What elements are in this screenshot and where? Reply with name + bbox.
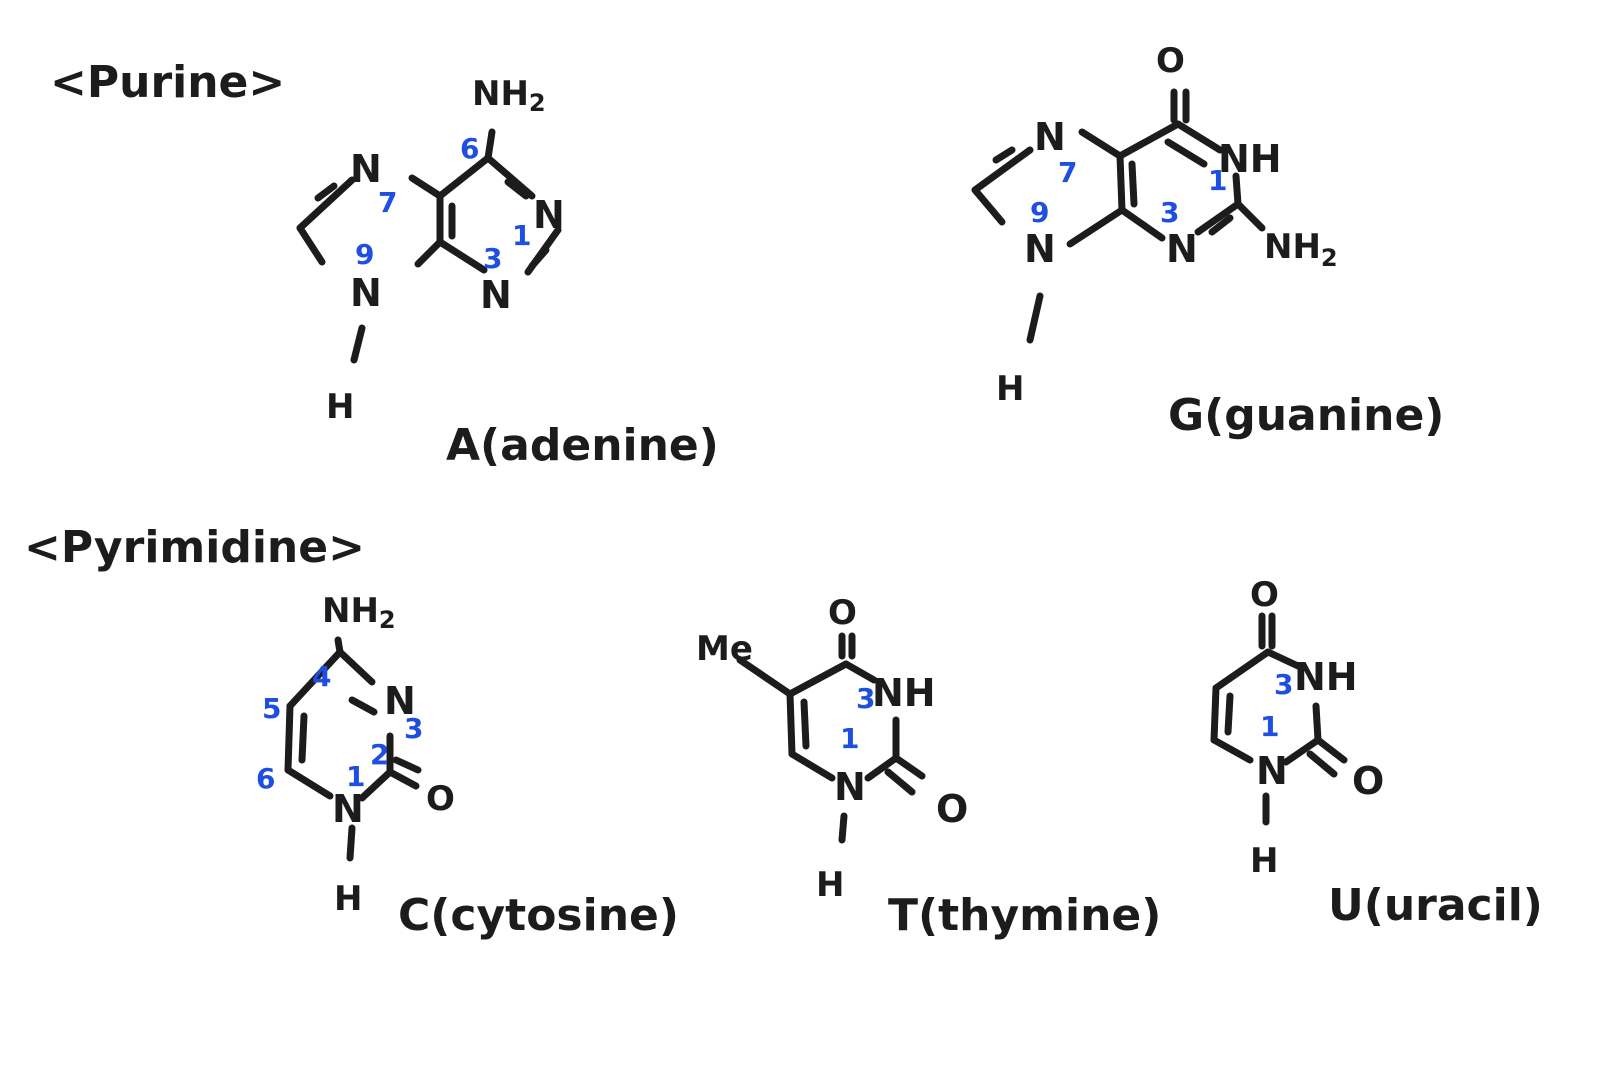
adenine-position-7: 7 [378, 186, 397, 219]
adenine-name: A(adenine) [446, 420, 719, 471]
thymine-nh-group: NH [872, 671, 936, 715]
uracil-o-top-atom: O [1250, 575, 1279, 615]
thymine-o-right-atom: O [936, 787, 968, 831]
adenine-position-6: 6 [460, 132, 479, 165]
adenine-bonds [296, 128, 562, 364]
cytosine-bonds [284, 636, 422, 862]
cytosine-n1-atom: N [332, 787, 364, 831]
uracil-position-3: 3 [1274, 668, 1293, 701]
cytosine-nh2-group: NH2 [322, 591, 396, 634]
thymine-n1-atom: N [834, 765, 866, 809]
uracil-name: U(uracil) [1328, 880, 1543, 931]
cytosine-position-6: 6 [256, 762, 275, 795]
adenine-nh2-group: NH2 [472, 74, 546, 117]
cytosine-position-5: 5 [262, 692, 281, 725]
thymine-bonds [736, 632, 926, 844]
adenine-n1-atom: N [533, 193, 565, 237]
thymine-h-atom: H [816, 865, 844, 905]
adenine-position-1: 1 [512, 219, 531, 252]
thymine-methyl-group: Me [696, 629, 753, 669]
guanine-n3-atom: N [1166, 227, 1198, 271]
cytosine-position-2: 2 [370, 738, 389, 771]
guanine-name: G(guanine) [1168, 390, 1444, 441]
guanine-structure: O N N NH N NH2 H 7 9 1 3 G(guanine) [971, 41, 1444, 441]
thymine-o-top-atom: O [828, 593, 857, 633]
guanine-n7-atom: N [1034, 115, 1066, 159]
guanine-o-atom: O [1156, 41, 1185, 81]
cytosine-name: C(cytosine) [398, 890, 679, 941]
cytosine-n3-atom: N [384, 679, 416, 723]
guanine-position-7: 7 [1058, 156, 1077, 189]
adenine-position-3: 3 [483, 242, 502, 275]
cytosine-structure: NH2 N O N H 4 5 6 3 2 1 C(cytosine) [256, 591, 679, 941]
uracil-structure: O NH N O H 3 1 U(uracil) [1210, 575, 1543, 931]
guanine-position-9: 9 [1030, 196, 1049, 229]
uracil-bonds [1210, 612, 1348, 826]
cytosine-position-4: 4 [312, 660, 331, 693]
thymine-position-1: 1 [840, 722, 859, 755]
guanine-h-atom: H [996, 369, 1024, 409]
guanine-position-3: 3 [1160, 196, 1179, 229]
cytosine-o-atom: O [426, 779, 455, 819]
adenine-structure: N N N N H NH2 6 7 9 1 3 A(adenine) [296, 74, 719, 471]
cytosine-h-atom: H [334, 879, 362, 919]
cytosine-position-1: 1 [346, 760, 365, 793]
guanine-nh-group: NH [1218, 137, 1282, 181]
guanine-position-1: 1 [1208, 164, 1227, 197]
uracil-position-1: 1 [1260, 710, 1279, 743]
adenine-h-atom: H [326, 387, 354, 427]
uracil-nh-group: NH [1294, 655, 1358, 699]
thymine-structure: Me O NH N O H 3 1 T(thymine) [696, 593, 1161, 941]
guanine-bonds [971, 88, 1266, 344]
guanine-n9-atom: N [1024, 227, 1056, 271]
thymine-name: T(thymine) [888, 890, 1161, 941]
cytosine-position-3: 3 [404, 712, 423, 745]
adenine-n9-atom: N [350, 271, 382, 315]
uracil-h-atom: H [1250, 841, 1278, 881]
guanine-nh2-group: NH2 [1264, 227, 1338, 272]
thymine-position-3: 3 [856, 682, 875, 715]
pyrimidine-heading: <Pyrimidine> [24, 522, 365, 573]
uracil-n1-atom: N [1256, 749, 1288, 793]
adenine-n7-atom: N [350, 147, 382, 191]
adenine-position-9: 9 [355, 238, 374, 271]
adenine-n3-atom: N [480, 273, 512, 317]
uracil-o-right-atom: O [1352, 759, 1384, 803]
purine-heading: <Purine> [50, 57, 285, 108]
